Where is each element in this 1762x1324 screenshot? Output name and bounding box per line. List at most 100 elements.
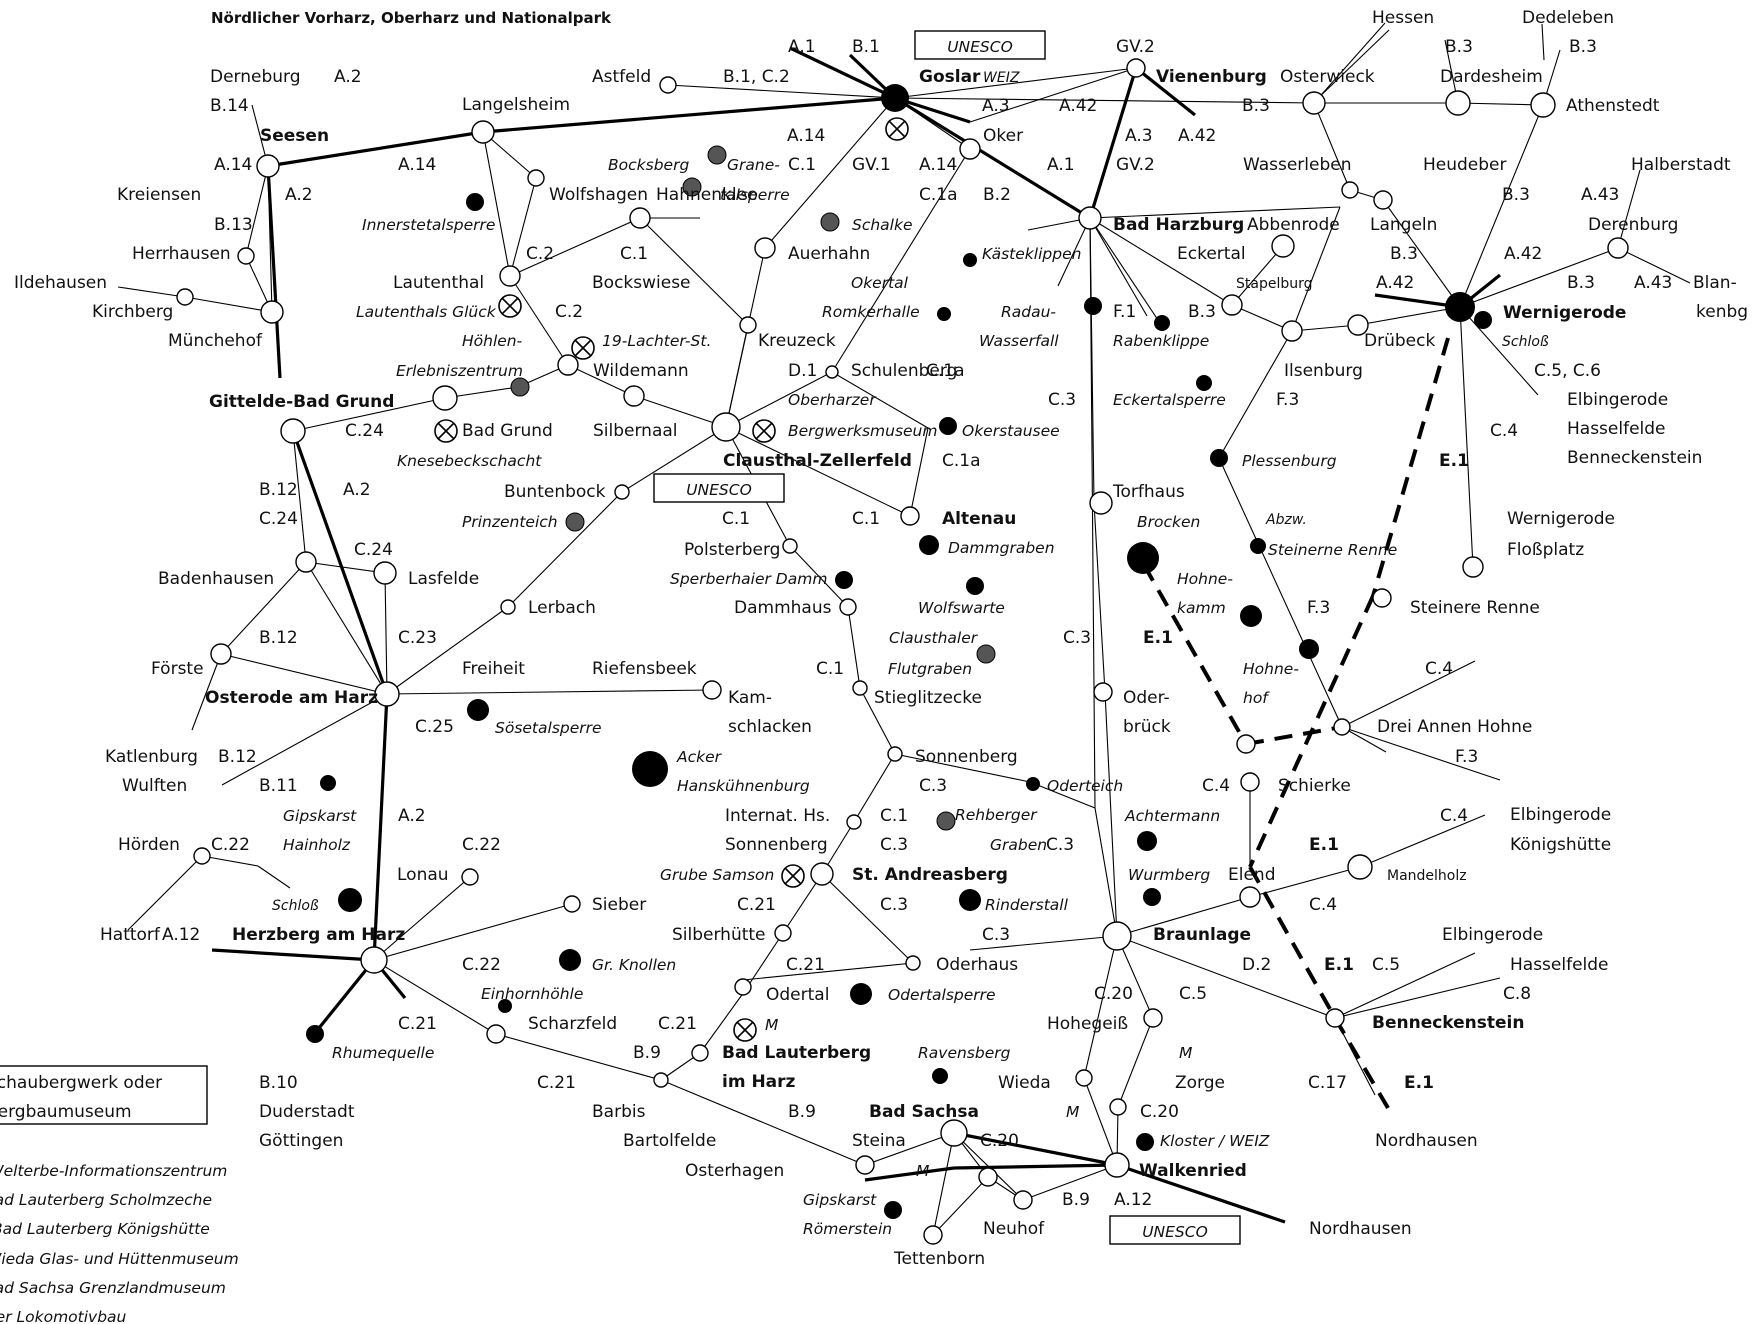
poi-einhornhoehle (498, 999, 512, 1013)
label-kloster: Kloster / WEIZ (1160, 1132, 1270, 1150)
label-acker: Acker (676, 748, 723, 766)
poi-kaesteklippen (963, 253, 977, 267)
route-c25: C.25 (415, 717, 454, 737)
label-polsterberg: Polsterberg (684, 540, 780, 560)
poi-oderteich (1026, 777, 1040, 791)
unesco-label-clausthal: UNESCO (686, 481, 752, 499)
label-elbing-k1: Elbingerode (1510, 805, 1611, 825)
legend-item-3: Bad Lauterberg Königshütte (0, 1220, 210, 1238)
place-labels: Derneburg Langelsheim Astfeld Oker Hesse… (14, 8, 1748, 1269)
label-nordhausen2: Nordhausen (1309, 1219, 1412, 1239)
label-hohnehof2: hof (1243, 689, 1270, 707)
label-sperberhaier: Sperberhaier Damm (670, 570, 827, 588)
label-kreiensen: Kreiensen (117, 185, 201, 205)
label-clausthaler: Clausthaler (889, 629, 979, 647)
poi-plessenburg (1210, 449, 1228, 467)
node-kirchberg (176, 288, 194, 306)
node-dammhaus (839, 598, 857, 616)
thin-route-lines (117, 22, 1691, 1236)
route-c21: C.21 (537, 1073, 576, 1093)
poi-roemerstein (884, 1201, 902, 1219)
label-rehberger1: Rehberger (955, 806, 1038, 824)
node-langelsheim (471, 120, 495, 144)
legend-box (0, 1065, 208, 1125)
route-c8: C.8 (1503, 984, 1531, 1004)
label-lonau: Lonau (397, 865, 449, 885)
poi-okerstausee (939, 417, 957, 435)
route-c5: C.5 (1179, 984, 1207, 1004)
label-bad-grund: Bad Grund (462, 421, 553, 441)
label-dedeleben: Dedeleben (1522, 8, 1614, 28)
label-kaesteklippen: Kästeklippen (982, 245, 1081, 263)
label-elb-s1: Elbingerode (1442, 925, 1543, 945)
route-c5: C.5 (1372, 955, 1400, 975)
route-d1: D.1 (788, 361, 817, 381)
node-oker (959, 138, 981, 160)
route-b1: B.1 (852, 37, 880, 57)
label-roemer1: Gipskarst (803, 1191, 877, 1209)
label-kenbg: kenbg (1696, 302, 1748, 322)
route-e1: E.1 (1439, 451, 1469, 471)
route-b13: B.13 (214, 215, 253, 235)
node-tettenborn-junction (978, 1167, 998, 1187)
label-zorge: Zorge (1175, 1073, 1225, 1093)
label-bad-lauterberg-2: im Harz (722, 1072, 796, 1092)
node-badenhausen (295, 551, 317, 573)
label-altenau: Altenau (942, 509, 1016, 529)
label-odertal: Odertal (766, 985, 829, 1005)
node-zorge (1109, 1098, 1127, 1116)
label-bad-lauterberg-1: Bad Lauterberg (722, 1043, 871, 1063)
node-oderbrueck (1093, 682, 1113, 702)
label-stieglitzecke: Stieglitzecke (874, 688, 982, 708)
label-athenstedt: Athenstedt (1566, 96, 1660, 116)
route-c21: C.21 (398, 1014, 437, 1034)
e1-dashed-route (1142, 337, 1450, 1110)
label-foerste: Förste (151, 659, 204, 679)
label-langelsheim: Langelsheim (462, 95, 570, 115)
node-langeln (1373, 190, 1393, 210)
label-soesetalsperre: Sösetalsperre (495, 719, 602, 737)
route-c3: C.3 (1048, 390, 1076, 410)
station-nodes (176, 58, 1629, 1245)
node-stieglitzecke (852, 680, 868, 696)
node-steinere-renne (1372, 588, 1392, 608)
node-hohegeiss (1075, 1069, 1093, 1087)
label-wulften: Wulften (122, 776, 187, 796)
node-neuhof (1013, 1190, 1033, 1210)
label-derenburg: Derenburg (1588, 215, 1678, 235)
label-oberharzer: Oberharzer (788, 391, 877, 409)
label-abzw1: Abzw. (1265, 512, 1307, 528)
label-herrhausen: Herrhausen (132, 244, 231, 264)
route-c20: C.20 (980, 1131, 1019, 1151)
route-c3: C.3 (880, 835, 908, 855)
label-freiheit: Freiheit (462, 659, 525, 679)
label-herzberg: Herzberg am Harz (232, 925, 405, 945)
node-derenburg (1607, 237, 1629, 259)
route-c24: C.24 (259, 509, 298, 529)
route-c4: C.4 (1202, 776, 1230, 796)
route-a3: A.3 (1125, 126, 1153, 146)
route-c3: C.3 (982, 925, 1010, 945)
town-labels: Goslar WEIZ Vienenburg Seesen Bad Harzbu… (205, 67, 1626, 1181)
route-m: M (1179, 1044, 1192, 1062)
route-f3: F.3 (1455, 747, 1478, 767)
label-einhornhoehle: Einhornhöhle (481, 985, 583, 1003)
node-barbis (653, 1072, 669, 1088)
label-wernigerode: Wernigerode (1503, 303, 1626, 323)
label-dardesheim: Dardesheim (1440, 67, 1543, 87)
node-abbenrode (1271, 234, 1295, 258)
label-dammhaus: Dammhaus (734, 598, 832, 618)
label-hoerden: Hörden (118, 835, 180, 855)
sight-labels: Bocksberg Grane- talsperre Schalke Inner… (272, 156, 1549, 1238)
node-elend (1239, 886, 1261, 908)
label-plessenburg: Plessenburg (1242, 452, 1337, 470)
node-bad-harzburg (1078, 206, 1102, 230)
route-a42: A.42 (1059, 96, 1097, 116)
label-riefensbeek: Riefensbeek (592, 659, 697, 679)
route-b11: B.11 (259, 776, 298, 796)
node-wolfshagen (527, 169, 545, 187)
label-goettingen: Göttingen (259, 1131, 343, 1151)
route-b3: B.3 (1242, 96, 1270, 116)
label-eckertalsperre: Eckertalsperre (1113, 391, 1226, 409)
node-scharzfeld (486, 1024, 506, 1044)
